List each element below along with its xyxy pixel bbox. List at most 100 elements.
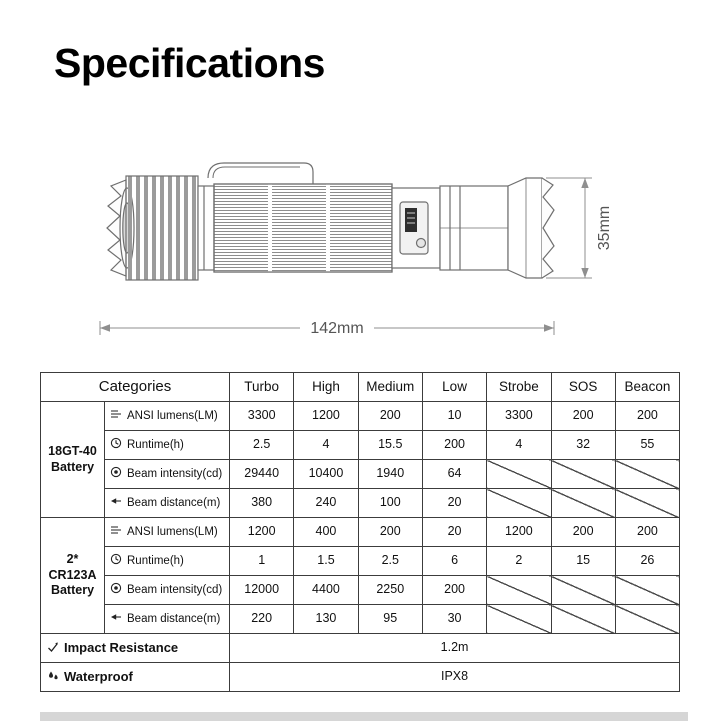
na-cell (614, 488, 681, 518)
footer-value: 1.2m (229, 633, 681, 663)
lumens-icon (110, 524, 123, 536)
value-cell: 15 (550, 546, 616, 576)
na-cell (550, 604, 616, 634)
column-header-medium: Medium (357, 372, 423, 402)
value-cell: 200 (357, 517, 423, 547)
body-tube (213, 183, 393, 273)
metric-label: Beam distance(m) (127, 613, 221, 626)
na-cell (550, 459, 616, 489)
column-header-strobe: Strobe (486, 372, 552, 402)
battery-label: 18GT-40 Battery (40, 401, 105, 518)
value-cell: 4 (486, 430, 552, 460)
page-title: Specifications (54, 40, 325, 86)
flashlight-head (125, 175, 215, 281)
value-cell: 1940 (357, 459, 423, 489)
value-cell: 1 (229, 546, 295, 576)
length-dimension-label: 142mm (310, 320, 363, 337)
value-cell: 2.5 (229, 430, 295, 460)
metric-label-cell: ANSI lumens(LM) (103, 517, 231, 547)
metric-label-cell: ANSI lumens(LM) (103, 401, 231, 431)
value-cell: 1200 (293, 401, 359, 431)
value-cell: 4400 (293, 575, 359, 605)
value-cell: 20 (421, 517, 488, 547)
metric-label: Beam distance(m) (127, 497, 221, 510)
value-cell: 29440 (229, 459, 295, 489)
value-cell: 2 (486, 546, 552, 576)
column-header-beacon: Beacon (614, 372, 681, 402)
dimension-annotations: 142mm 35mm (99, 177, 613, 337)
na-cell (614, 604, 681, 634)
lumens-icon (110, 408, 123, 420)
footer-value: IPX8 (229, 662, 681, 692)
value-cell: 3300 (486, 401, 552, 431)
value-cell: 200 (550, 517, 616, 547)
value-cell: 1200 (486, 517, 552, 547)
beam-intensity-icon (110, 466, 123, 478)
table-footer-row: Impact Resistance 1.2m (39, 633, 681, 663)
value-cell: 220 (229, 604, 295, 634)
metric-label: Beam intensity(cd) (127, 468, 223, 481)
value-cell: 20 (421, 488, 488, 518)
value-cell: 1200 (229, 517, 295, 547)
battery-label: 2* CR123A Battery (40, 517, 105, 634)
footer-label: Impact Resistance (64, 639, 179, 655)
value-cell: 15.5 (357, 430, 423, 460)
value-cell: 3300 (229, 401, 295, 431)
value-cell: 200 (550, 401, 616, 431)
na-cell (486, 459, 552, 489)
value-cell: 100 (357, 488, 423, 518)
na-cell (550, 575, 616, 605)
value-cell: 4 (293, 430, 359, 460)
value-cell: 200 (614, 401, 681, 431)
value-cell: 32 (550, 430, 616, 460)
column-header-sos: SOS (550, 372, 616, 402)
na-cell (614, 459, 681, 489)
value-cell: 1.5 (293, 546, 359, 576)
column-header-turbo: Turbo (229, 372, 295, 402)
categories-header: Categories (39, 372, 231, 402)
value-cell: 2250 (357, 575, 423, 605)
value-cell: 10400 (293, 459, 359, 489)
mode-selector (391, 187, 441, 269)
tailcap (507, 177, 555, 279)
metric-label-cell: Beam distance(m) (103, 604, 231, 634)
value-cell: 130 (293, 604, 359, 634)
metric-label: ANSI lumens(LM) (127, 526, 218, 539)
footer-label-cell: Impact Resistance (39, 633, 231, 663)
rear-tube (439, 185, 509, 271)
value-cell: 200 (357, 401, 423, 431)
runtime-icon (110, 553, 123, 565)
value-cell: 55 (614, 430, 681, 460)
metric-label-cell: Beam intensity(cd) (103, 575, 231, 605)
value-cell: 6 (421, 546, 488, 576)
column-header-high: High (293, 372, 359, 402)
value-cell: 64 (421, 459, 488, 489)
metric-label-cell: Runtime(h) (103, 546, 231, 576)
value-cell: 26 (614, 546, 681, 576)
value-cell: 240 (293, 488, 359, 518)
value-cell: 10 (421, 401, 488, 431)
metric-label: Beam intensity(cd) (127, 584, 223, 597)
value-cell: 400 (293, 517, 359, 547)
runtime-icon (110, 437, 123, 449)
na-cell (614, 575, 681, 605)
metric-label: Runtime(h) (127, 555, 184, 568)
pocket-clip (207, 162, 314, 184)
beam-distance-icon (110, 495, 123, 507)
value-cell: 12000 (229, 575, 295, 605)
value-cell: 30 (421, 604, 488, 634)
value-cell: 200 (421, 575, 488, 605)
flashlight-diagram: 142mm 35mm (99, 162, 613, 337)
value-cell: 200 (614, 517, 681, 547)
metric-label: Runtime(h) (127, 439, 184, 452)
